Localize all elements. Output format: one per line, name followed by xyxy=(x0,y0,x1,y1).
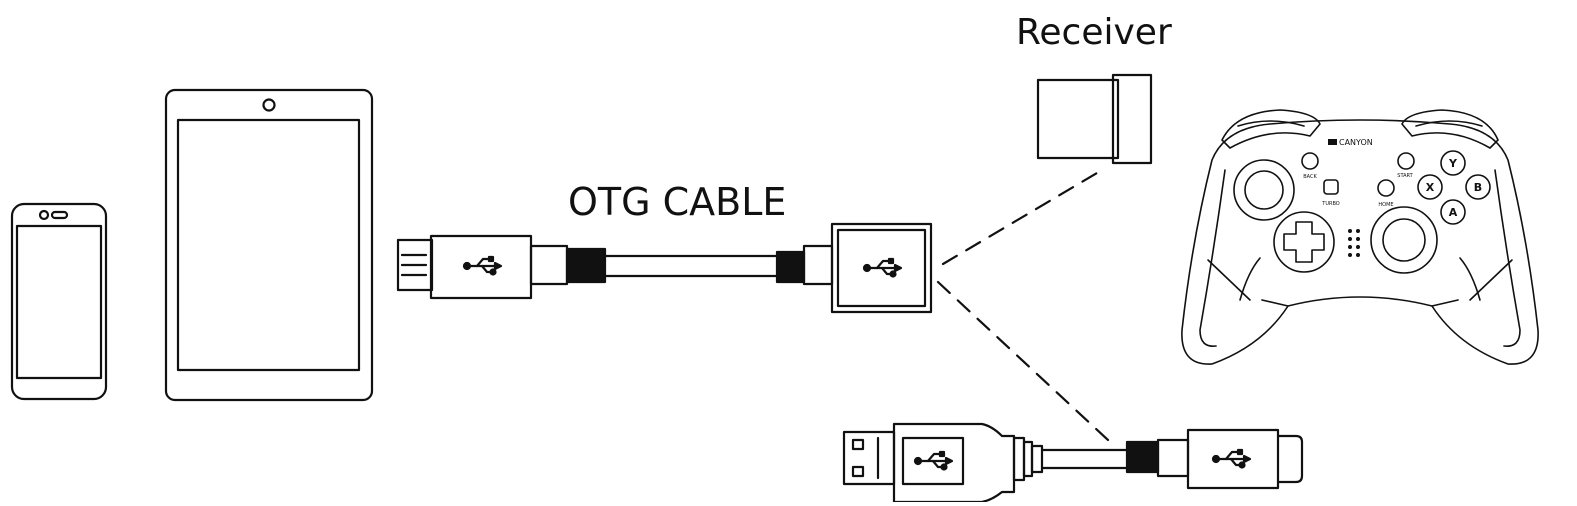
usb-symbol-icon xyxy=(462,255,503,276)
dashed-connectors xyxy=(936,171,1110,442)
tablet-icon xyxy=(164,88,374,402)
smartphone-icon xyxy=(10,202,108,401)
a-button-label: A xyxy=(1449,206,1458,219)
usb-receiver-icon xyxy=(1036,73,1153,165)
x-button-label: X xyxy=(1426,181,1435,194)
start-button-label: START xyxy=(1397,173,1413,179)
otg-cable-label: OTG CABLE xyxy=(568,180,787,224)
usb-symbol-icon xyxy=(913,450,954,471)
y-button-label: Y xyxy=(1448,157,1458,170)
home-button-label: HOME xyxy=(1378,202,1393,208)
turbo-button-label: TURBO xyxy=(1321,201,1340,207)
usb-symbol-icon xyxy=(1211,448,1252,469)
b-button-label: B xyxy=(1474,181,1482,194)
otg-cable-icon xyxy=(396,222,933,314)
back-button-label: BACK xyxy=(1303,174,1317,180)
usb-symbol-icon xyxy=(862,257,903,278)
receiver-label: Receiver xyxy=(1016,12,1172,53)
gamepad-icon: CANYON BACK START TURBO HOME Y X B A xyxy=(1181,109,1539,365)
gamepad-brand-text: CANYON xyxy=(1339,138,1373,147)
usb-charging-cable-icon xyxy=(842,422,1304,504)
